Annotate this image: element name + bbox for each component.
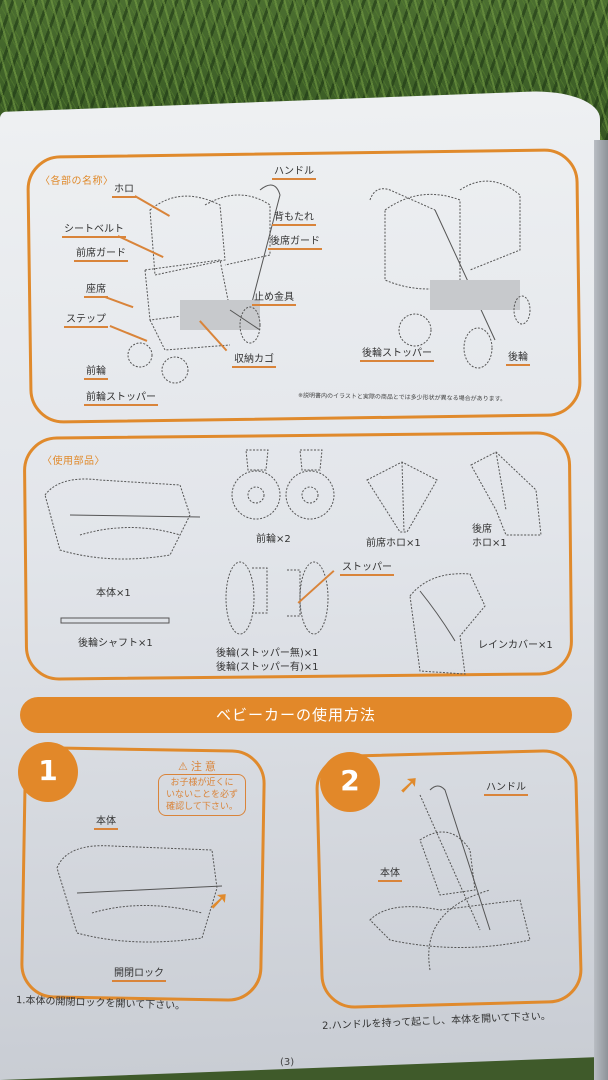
step-2-unfolding-illustration <box>369 785 531 971</box>
page-edge <box>594 140 608 1080</box>
step-2-caption: 2.ハンドルを持って起こし、本体を開いて下さい。 <box>321 1011 551 1032</box>
label-step: ステップ <box>64 310 108 328</box>
raise-arrow-icon: ➚ <box>398 770 420 800</box>
label-rear-wheel: 後輪 <box>506 348 530 366</box>
label-stopper: ストッパー <box>340 558 394 576</box>
step-2-label-handle: ハンドル <box>484 778 528 796</box>
caution-line: いないことを必ず <box>165 790 238 800</box>
step-2-badge: 2 <box>320 752 380 812</box>
part-rear-axle: 後輪シャフト×1 <box>78 638 153 649</box>
front-wheels-illustration <box>231 449 335 520</box>
label-seatbelt: シートベルト <box>62 220 126 238</box>
part-rear-wheel-no-stopper: 後輪(ストッパー無)×1 <box>216 648 319 659</box>
step-1-label-lock: 開閉ロック <box>112 964 166 982</box>
rear-wheels-illustration <box>225 561 329 635</box>
part-rear-hood-line1: 後席 <box>472 524 492 535</box>
page-number: (3) <box>280 1057 295 1068</box>
rear-hood-illustration <box>470 451 542 536</box>
part-rear-hood-line2: ホロ×1 <box>472 538 507 549</box>
label-backrest: 背もたれ <box>272 208 316 226</box>
caution-line: お子様が近くに <box>170 778 234 788</box>
step-2-label-body: 本体 <box>378 864 402 882</box>
step-1-label-body: 本体 <box>94 812 118 830</box>
caution-box: お子様が近くに いないことを必ず 確認して下さい。 <box>158 774 246 816</box>
stroller-front-illustration <box>127 184 281 384</box>
parts-names-heading: 〈各部の名称〉 <box>40 176 114 187</box>
part-rear-wheel-with-stopper: 後輪(ストッパー有)×1 <box>216 662 319 673</box>
caution-line: 確認して下さい。 <box>166 802 238 812</box>
label-seat: 座席 <box>84 280 108 298</box>
stroller-with-raincover-illustration <box>369 180 531 369</box>
label-front-wheel: 前輪 <box>84 362 108 380</box>
step-1-badge: 1 <box>18 742 78 802</box>
label-basket: 収納カゴ <box>232 350 276 368</box>
step-1-folded-illustration <box>56 845 223 943</box>
part-front-wheels: 前輪×2 <box>256 534 291 545</box>
label-front-guard: 前席ガード <box>74 244 128 262</box>
label-front-wheel-stopper: 前輪ストッパー <box>84 388 158 406</box>
label-rear-guard: 後席ガード <box>268 232 322 250</box>
label-handle: ハンドル <box>272 162 316 180</box>
label-rear-wheel-stopper: 後輪ストッパー <box>360 344 434 362</box>
lift-arrow-icon: ➚ <box>208 886 230 916</box>
front-hood-illustration <box>366 461 438 533</box>
label-stopper-bracket: 止め金具 <box>252 288 296 306</box>
rain-cover-illustration <box>409 573 486 675</box>
caution-title: ⚠注意 <box>178 760 219 773</box>
folded-body-illustration <box>44 478 201 560</box>
rear-axle-illustration <box>60 617 170 624</box>
included-parts-heading: 〈使用部品〉 <box>42 456 105 467</box>
part-body: 本体×1 <box>96 588 131 599</box>
usage-banner: ベビーカーの使用方法 <box>20 697 572 733</box>
part-front-hood: 前席ホロ×1 <box>366 538 421 549</box>
label-hood: ホロ <box>112 180 136 198</box>
part-rain-cover: レインカバー×1 <box>478 640 553 651</box>
